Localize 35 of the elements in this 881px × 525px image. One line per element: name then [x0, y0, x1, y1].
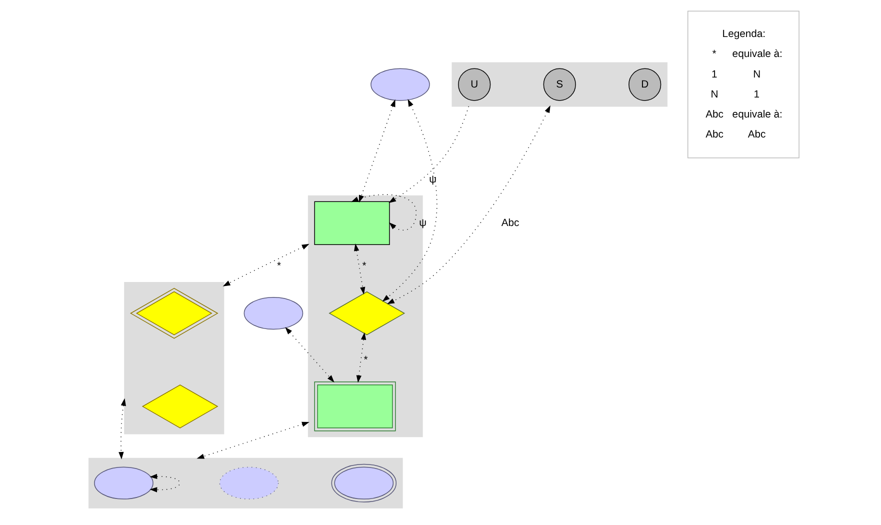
node-circle: S	[542, 68, 576, 101]
arrow	[358, 99, 395, 203]
arrow	[149, 474, 180, 492]
node-box	[314, 382, 396, 432]
arrow	[350, 194, 416, 231]
arrow	[222, 244, 309, 286]
node-ellipse	[370, 68, 430, 101]
arrow	[386, 105, 550, 304]
edge-label: ψ	[418, 218, 426, 229]
arrow	[284, 327, 334, 382]
cluster	[451, 62, 667, 107]
node-box	[314, 201, 390, 245]
node-circle: D	[628, 68, 661, 101]
node-box: Legenda: * equivale à: 1 N N 1 Abc equivale à: Abc Abc	[686, 10, 799, 158]
cluster	[88, 458, 402, 508]
edge-label: *	[362, 261, 366, 272]
node-ellipse	[94, 466, 153, 500]
edge-label: ψ	[428, 174, 436, 186]
arrow	[388, 106, 469, 204]
node-circle: U	[458, 68, 490, 101]
node-ellipse	[330, 464, 396, 502]
arrow	[118, 398, 126, 460]
arrow	[356, 332, 366, 383]
edge-label: *	[276, 261, 281, 272]
node-ellipse	[243, 296, 303, 330]
cluster	[124, 282, 224, 434]
edge-label: Abc	[500, 218, 519, 229]
arrow	[196, 422, 309, 459]
node-diamond	[328, 291, 405, 336]
node-diamond	[141, 384, 218, 428]
arrow	[354, 244, 365, 294]
arrow	[382, 99, 437, 302]
node-diamond	[130, 288, 218, 339]
edge-label: *	[363, 354, 368, 366]
node-ellipse	[218, 466, 278, 500]
